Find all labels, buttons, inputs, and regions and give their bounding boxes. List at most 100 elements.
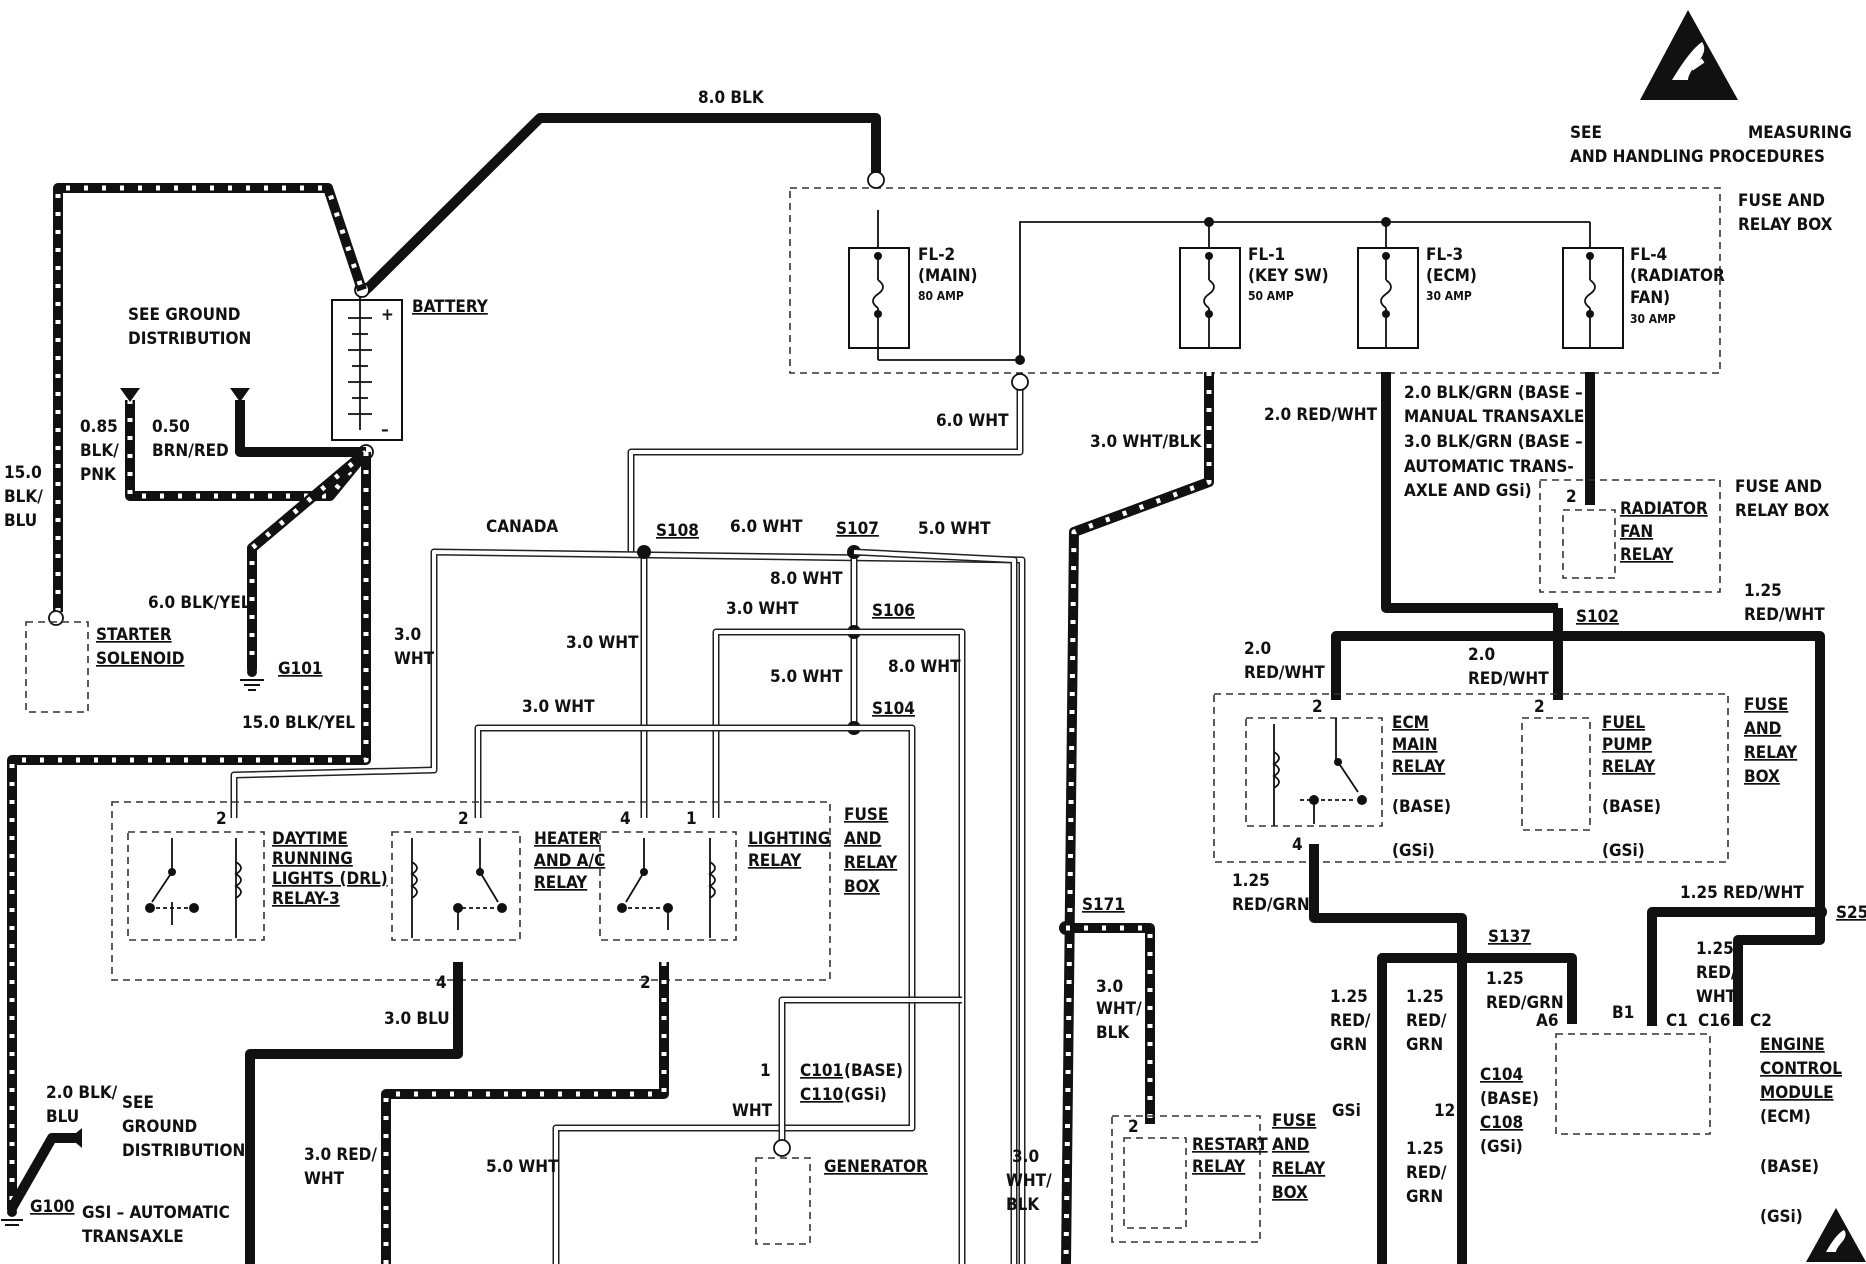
wire-s137-bus [1377, 953, 1577, 1264]
see-g-1: SEE [122, 1093, 154, 1113]
wire-c-2: WHT/ [1006, 1171, 1052, 1191]
fuse-icon-fl4 [1562, 222, 1624, 349]
see-g-2: GROUND [122, 1117, 197, 1137]
frb-mid-2: AND [844, 829, 881, 849]
wire-125rg-f1: 1.25 [1406, 1139, 1444, 1159]
wire-2-blk-blu-1: 2.0 BLK/ [46, 1083, 118, 1103]
wire-wht-generator [778, 996, 962, 1140]
wire-8-wht-b: 8.0 WHT [888, 657, 961, 677]
frb-rad-label-2: RELAY BOX [1735, 501, 1830, 521]
lighting-label-2: RELAY [748, 851, 802, 871]
wire-125rg-f3: GRN [1406, 1187, 1443, 1207]
wire-15-blk-yel-label: 15.0 BLK/YEL [242, 713, 355, 733]
canada-label: CANADA [486, 517, 558, 537]
fl4-desc2: FAN) [1630, 288, 1670, 308]
fl3-desc: (ECM) [1426, 266, 1477, 286]
wire-050-1: 0.50 [152, 417, 190, 437]
starter-label-2: SOLENOID [96, 649, 184, 669]
fuel-relay-base: (BASE) [1602, 797, 1661, 817]
battery-icon [331, 290, 403, 441]
pin-b1: B1 [1612, 1003, 1634, 1023]
wire-blk-grn-4: AUTOMATIC TRANS- [1404, 457, 1574, 477]
pin-4-heater: 4 [436, 973, 447, 993]
wire-3-wht-s106: 3.0 WHT [726, 599, 799, 619]
fuel-relay-gsi: (GSi) [1602, 841, 1645, 861]
c110-gsi: (GSi) [844, 1085, 887, 1105]
splice-s108: S108 [656, 521, 699, 541]
fl1-name: FL-1 [1248, 245, 1285, 265]
fuse-relay-box-middle [111, 801, 831, 981]
fuse-icon-fl2 [848, 210, 910, 360]
wire-125rg-d2: RED/GRN [1486, 993, 1564, 1013]
pin-2-drl: 2 [216, 809, 227, 829]
wire-2-blk-blu-2: BLU [46, 1107, 79, 1127]
wire-5-wht-mid: 5.0 WHT [770, 667, 843, 687]
pin-2-heater: 2 [458, 809, 469, 829]
wire-125rw-2: RED/WHT [1744, 605, 1825, 625]
wire-125rg-a1: 1.25 [1232, 871, 1270, 891]
splice-s137: S137 [1488, 927, 1531, 947]
ecm-label-2: CONTROL [1760, 1059, 1842, 1079]
frb-right-2: AND [1744, 719, 1781, 739]
pin-1-c101: 1 [760, 1061, 771, 1081]
heater-label-1: HEATER [534, 829, 601, 849]
wire-2-red-wht-label: 2.0 RED/WHT [1264, 405, 1378, 425]
ecm-relay-gsi: (GSi) [1392, 841, 1435, 861]
see-g-3: DISTRIBUTION [122, 1141, 245, 1161]
wire-5-wht-right [853, 548, 1018, 1264]
wire-3-red-wht-1: 3.0 RED/ [304, 1145, 377, 1165]
wire-canada-3-wht [230, 548, 1026, 1264]
battery-label: BATTERY [412, 297, 489, 317]
wire-125-red-wht-c16 [1733, 912, 1825, 1026]
wire-3-wht-left-2: WHT [394, 649, 435, 669]
wire-050-brn-red [235, 400, 366, 457]
splice-s102: S102 [1576, 607, 1619, 627]
frb-restart-1: FUSE [1272, 1111, 1316, 1131]
fuse-relay-box-top [789, 187, 1721, 374]
fuse-relay-box-top-label: FUSE AND [1738, 191, 1825, 211]
wire-125rw-e3: WHT [1696, 987, 1737, 1007]
restart-label-2: RELAY [1192, 1157, 1246, 1177]
ground-symbol-icon-g100 [1, 1207, 23, 1226]
wire-125rw-1: 1.25 [1744, 581, 1782, 601]
relay-switch-icon-lighting [599, 831, 737, 941]
see-ground-1: SEE GROUND [128, 305, 240, 325]
wire-red-wht-bus [1331, 631, 1825, 912]
ecm-relay-2: MAIN [1392, 735, 1438, 755]
pin-2-ecm: 2 [1312, 697, 1323, 717]
frb-rad-label-1: FUSE AND [1735, 477, 1822, 497]
wire-3-blu-label: 3.0 BLU [384, 1009, 450, 1029]
wire-050-2: BRN/RED [152, 441, 229, 461]
radiator-fan-relay-box [1562, 509, 1616, 579]
relay-switch-icon-ecm [1245, 717, 1383, 827]
fl4-desc1: (RADIATOR [1630, 266, 1725, 286]
drl-label-2: RUNNING [272, 849, 353, 869]
wire-15-label-1: 15.0 [4, 463, 42, 483]
fuse-bus [878, 221, 1590, 361]
c108-label: C108 [1480, 1113, 1523, 1133]
wire-3-wht-s106-branch [712, 628, 854, 818]
ecm-relay-1: ECM [1392, 713, 1429, 733]
pin-2-rad: 2 [1566, 487, 1577, 507]
fl1-amp: 50 AMP [1248, 289, 1294, 303]
ecm-gsi: (GSi) [1760, 1207, 1803, 1227]
pin-a6: A6 [1536, 1011, 1558, 1031]
wire-3-wht-s104-branch [474, 724, 854, 818]
wire-085-1: 0.85 [80, 417, 118, 437]
fl4-amp: 30 AMP [1630, 312, 1676, 326]
wire-5-wht-s104 [552, 724, 916, 1264]
battery-plus: + [381, 305, 394, 325]
wire-15-blk-yel [7, 452, 371, 1210]
gsi-auto-1: GSI – AUTOMATIC [82, 1203, 230, 1223]
ecm-base: (BASE) [1760, 1157, 1819, 1177]
measuring-text: MEASURING [1748, 123, 1852, 143]
wire-6-blk-yel-label: 6.0 BLK/YEL [148, 593, 251, 613]
wire-6-wht-label: 6.0 WHT [936, 411, 1009, 431]
radiator-fan-relay-label-3: RELAY [1620, 545, 1674, 565]
frb-right-3: RELAY [1744, 743, 1798, 763]
pin-2-fuel: 2 [1534, 697, 1545, 717]
relay-coil-icon-drl [234, 861, 242, 899]
splice-s107: S107 [836, 519, 879, 539]
drl-label-4: RELAY-3 [272, 889, 340, 909]
fuse-relay-box-restart [1111, 1115, 1261, 1243]
